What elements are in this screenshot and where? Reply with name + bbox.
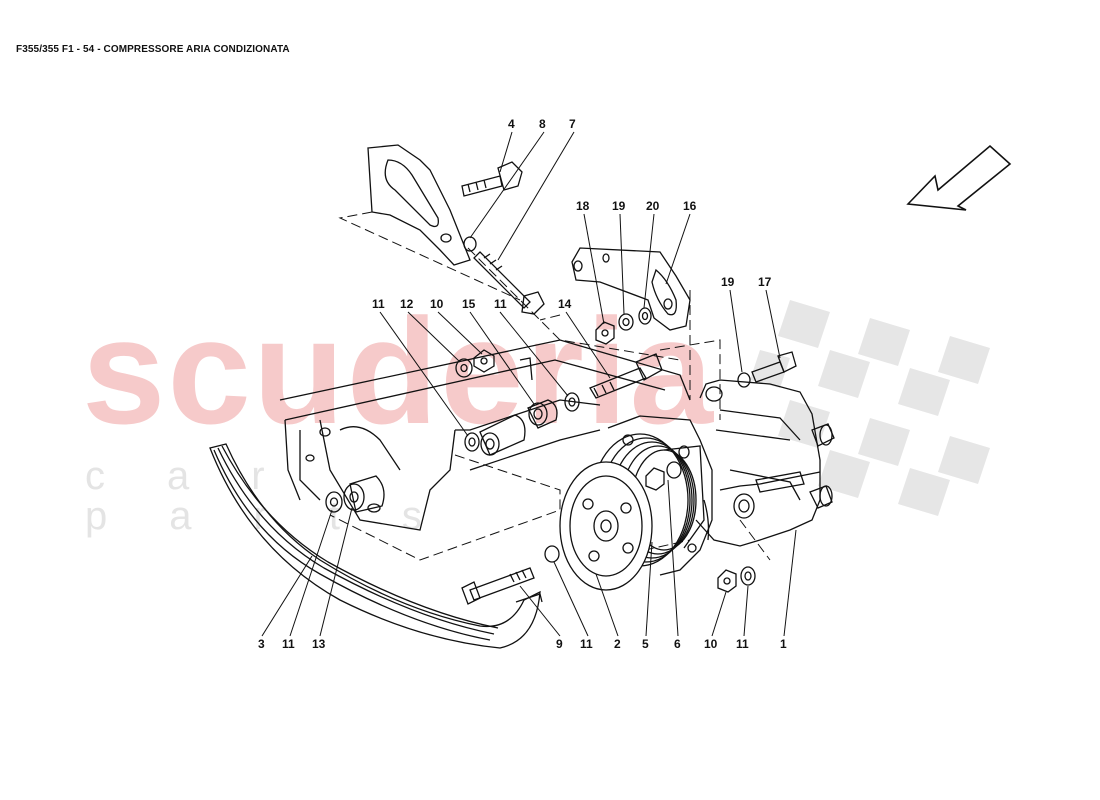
callout-11: 11 <box>736 637 749 651</box>
callout-1: 1 <box>780 637 787 651</box>
nut-10-b <box>717 569 737 593</box>
bolt-17 <box>737 351 797 388</box>
stud-14 <box>589 367 647 399</box>
callout-20: 20 <box>646 199 660 213</box>
callout-2: 2 <box>614 637 621 651</box>
washer-19-b <box>737 372 751 388</box>
washer-19-a <box>618 313 634 331</box>
callout-4: 4 <box>508 117 515 131</box>
mounting-hardware <box>325 349 663 513</box>
nut-10 <box>473 349 495 373</box>
bolt-9 <box>461 567 535 605</box>
washer-20 <box>638 307 652 325</box>
bolt-7 <box>473 251 545 315</box>
washer-11-b <box>564 392 580 412</box>
callout-11: 11 <box>494 297 507 311</box>
callout-11: 11 <box>282 637 295 651</box>
callout-16: 16 <box>683 199 697 213</box>
callout-5: 5 <box>642 637 649 651</box>
callout-leader-lines <box>261 131 797 637</box>
washer-8 <box>463 236 477 252</box>
callout-13: 13 <box>312 637 326 651</box>
washer-11-c <box>325 491 343 513</box>
upper-support-bracket <box>367 144 471 266</box>
callout-19: 19 <box>612 199 626 213</box>
callout-7: 7 <box>569 117 576 131</box>
nut-6 <box>645 467 665 491</box>
callout-12: 12 <box>400 297 414 311</box>
nut-18 <box>595 321 615 345</box>
callout-19: 19 <box>721 275 735 289</box>
callout-11: 11 <box>372 297 385 311</box>
callout-17: 17 <box>758 275 772 289</box>
engine-frame <box>279 339 691 531</box>
washer-11-e <box>740 566 756 586</box>
bushing-13-b <box>349 475 385 513</box>
assembly-guide-lines <box>329 211 771 561</box>
bushing-15 <box>527 399 558 429</box>
bolt-4 <box>461 161 523 197</box>
callout-9: 9 <box>556 637 563 651</box>
callout-10: 10 <box>430 297 444 311</box>
callout-10: 10 <box>704 637 718 651</box>
compressor-bracket-16 <box>571 247 691 345</box>
washer-11-d <box>544 545 560 563</box>
washer-11-a <box>464 432 480 452</box>
callout-11: 11 <box>580 637 593 651</box>
checkered-flag-watermark <box>750 300 990 516</box>
callout-labels: 4 8 7 18 19 20 16 19 17 11 12 10 15 11 1… <box>258 117 787 651</box>
ac-compressor <box>607 379 835 576</box>
callout-8: 8 <box>539 117 546 131</box>
drive-belt-3 <box>209 443 543 649</box>
bushing-13-a <box>479 414 526 456</box>
view-direction-arrow-icon <box>906 144 1012 211</box>
callout-18: 18 <box>576 199 590 213</box>
clutch-plate-2 <box>559 461 653 591</box>
callout-6: 6 <box>674 637 681 651</box>
washer-12 <box>455 358 473 378</box>
callout-15: 15 <box>462 297 476 311</box>
callout-14: 14 <box>558 297 572 311</box>
page-title: F355/355 F1 - 54 - COMPRESSORE ARIA COND… <box>16 44 290 55</box>
callout-3: 3 <box>258 637 265 651</box>
